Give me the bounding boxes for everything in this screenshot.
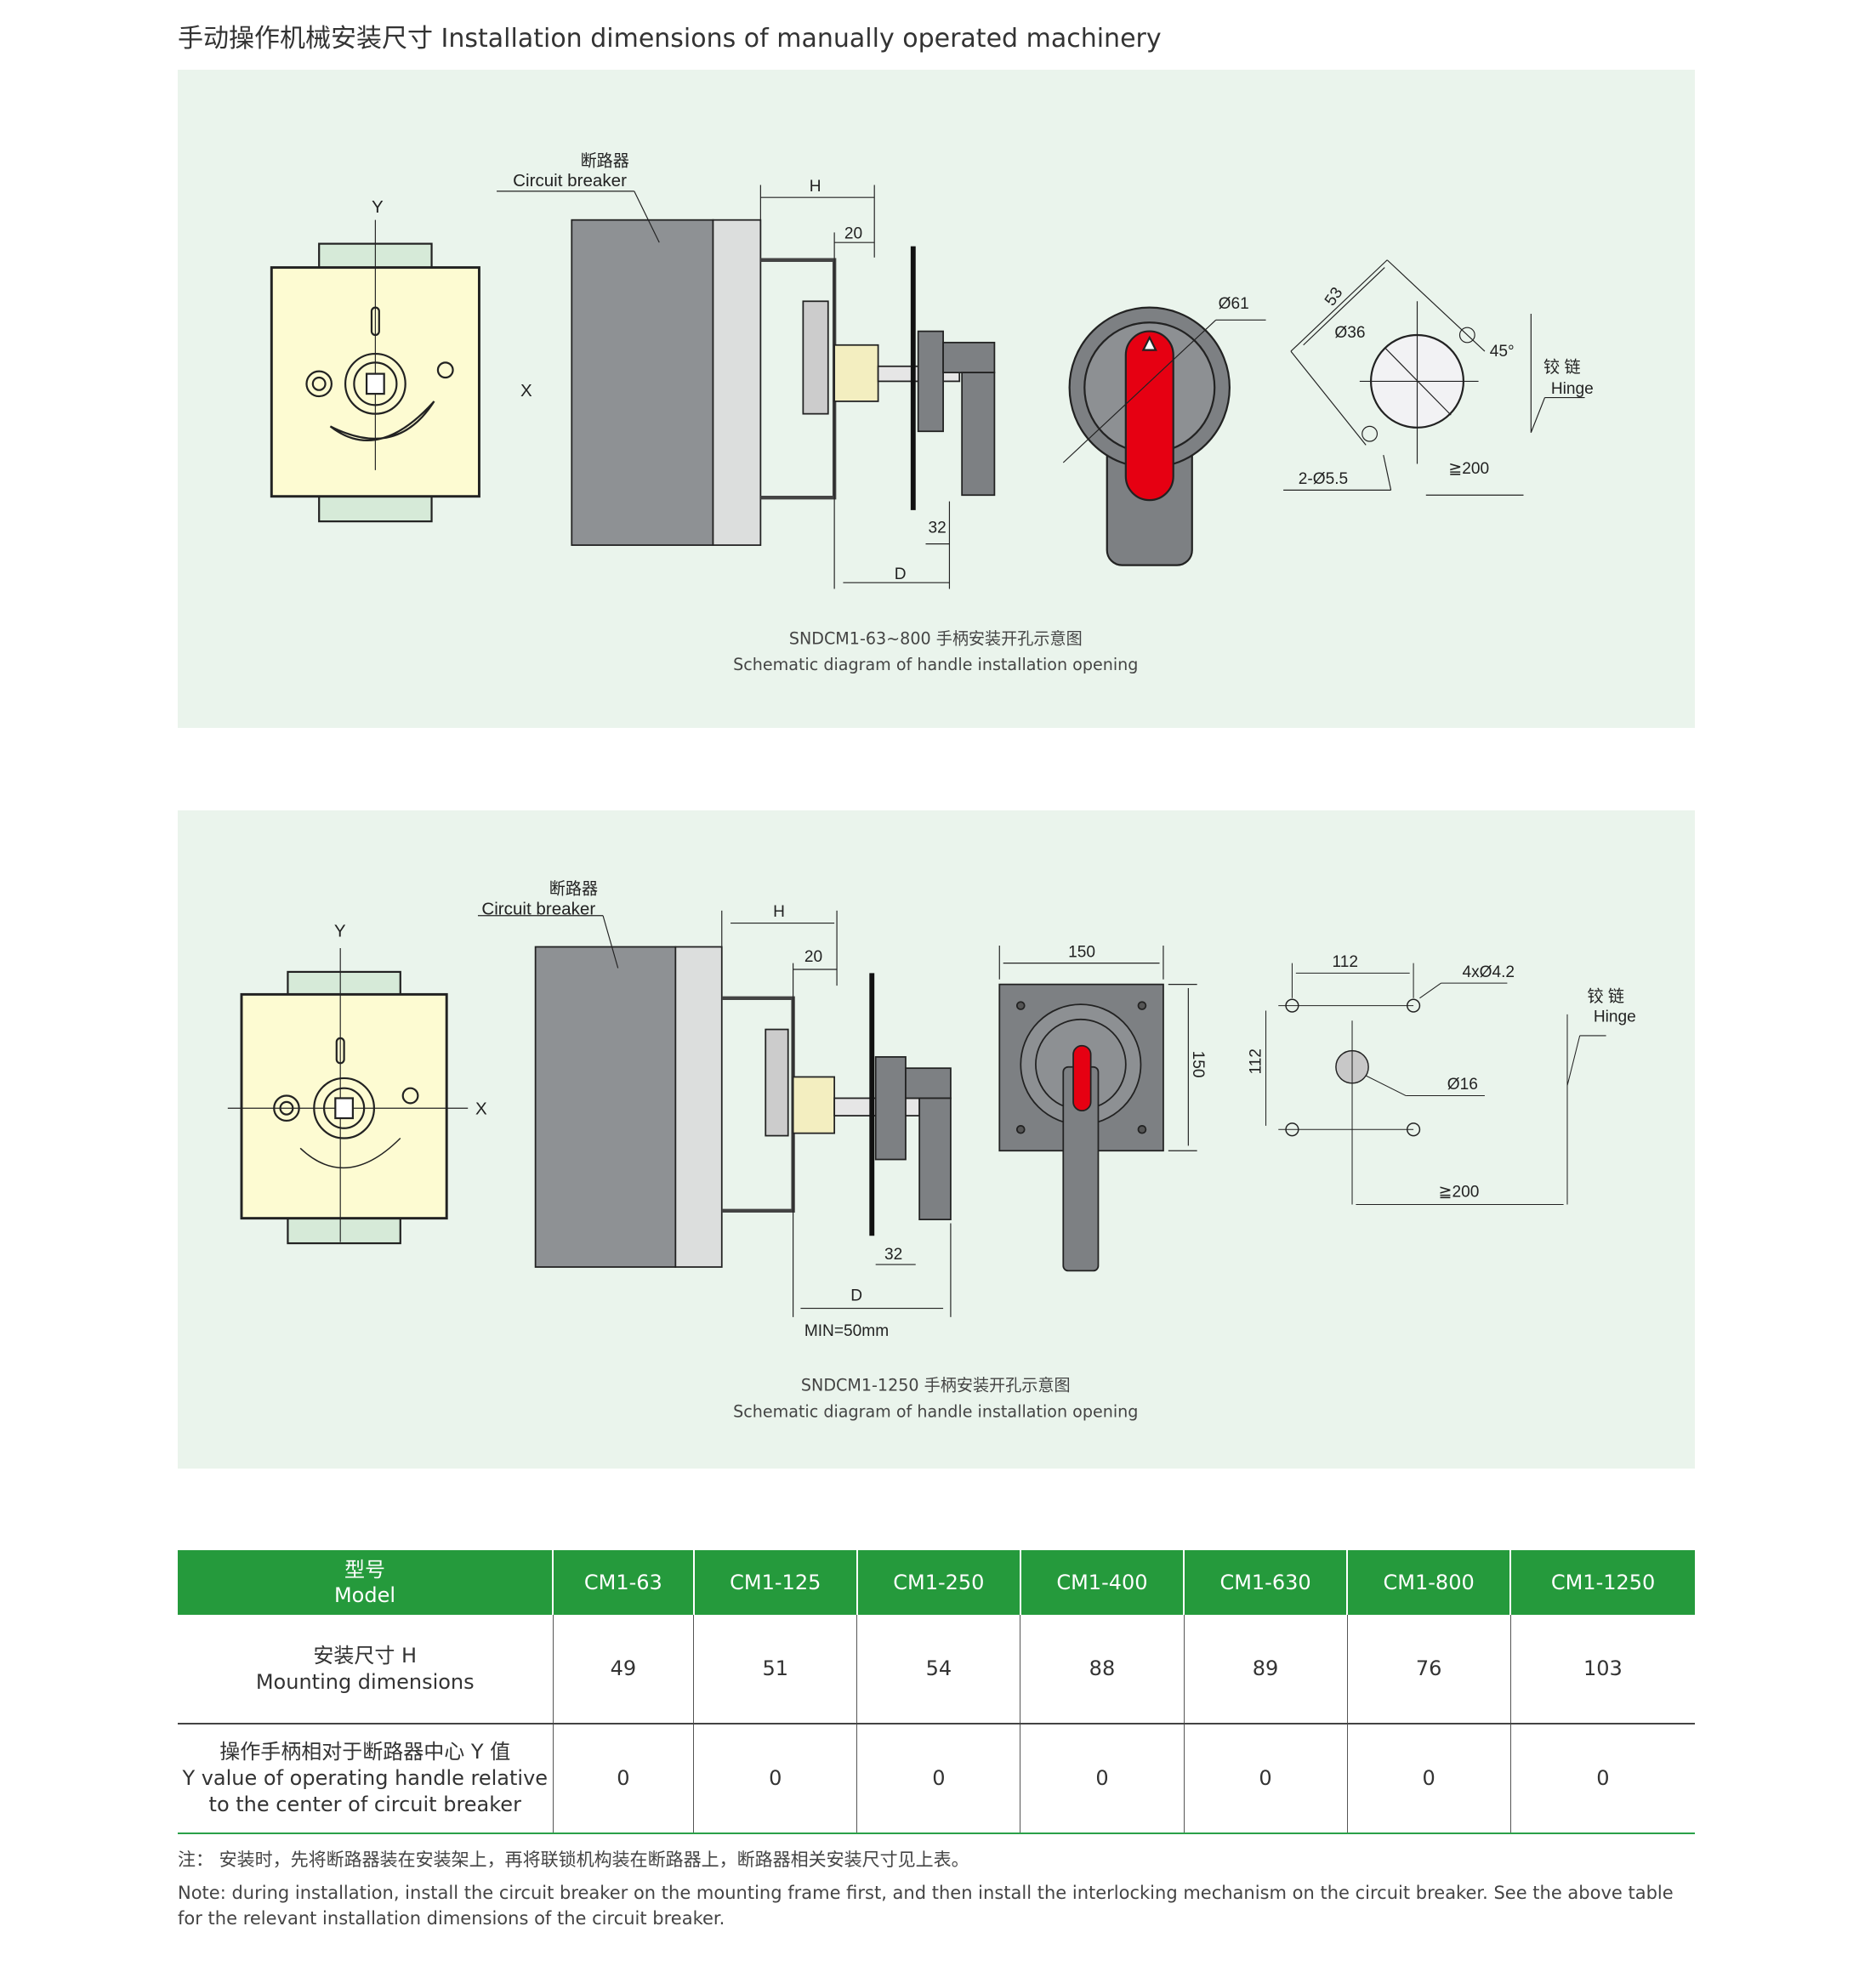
dim-32: 32 — [928, 519, 946, 537]
y-axis-label: Y — [334, 922, 346, 941]
caption-en: Schematic diagram of handle installation… — [733, 655, 1138, 674]
dim-phi61: Ø61 — [1219, 295, 1249, 313]
dim-phi16: Ø16 — [1447, 1076, 1478, 1094]
table-cell: 0 — [693, 1724, 858, 1834]
table-cell: 0 — [1347, 1724, 1511, 1834]
row-label-cn: 操作手柄相对于断路器中心 Y 值 — [219, 1740, 511, 1764]
table-cell: 0 — [1184, 1724, 1348, 1834]
cb-label-en: Circuit breaker — [481, 899, 595, 918]
breaker-side-view — [571, 219, 996, 546]
header-cell: CM1-63 — [553, 1550, 695, 1615]
cb-label-cn: 断路器 — [549, 880, 598, 899]
header-model-en: Model — [333, 1583, 396, 1607]
cb-label-cn: 断路器 — [581, 151, 629, 170]
cb-label-en: Circuit breaker — [513, 171, 627, 190]
hinge-label-en: Hinge — [1594, 1009, 1636, 1026]
hinge-label-cn: 铰 链 — [1543, 358, 1581, 377]
dim-150-vertical: 150 — [1189, 1051, 1207, 1078]
dim-20: 20 — [844, 225, 862, 243]
table-cell: 49 — [553, 1615, 695, 1725]
dimension-lines-2 — [477, 910, 952, 1317]
y-axis-label: Y — [372, 197, 384, 217]
x-axis-label: X — [475, 1099, 487, 1119]
dim-phi36: Ø36 — [1334, 324, 1365, 342]
dimension-lines-1 — [497, 185, 951, 589]
note-cn: 注： 安装时，先将断路器装在安装架上，再将联锁机构装在断路器上，断路器相关安装尺… — [178, 1850, 969, 1870]
caption-cn: SNDCM1-1250 手柄安装开孔示意图 — [801, 1376, 1071, 1395]
table-cell: 0 — [1020, 1724, 1185, 1834]
caption-en: Schematic diagram of handle installation… — [733, 1402, 1138, 1422]
header-cell: CM1-1250 — [1510, 1550, 1695, 1615]
hinge-label-cn: 铰 链 — [1588, 987, 1625, 1006]
header-cell: CM1-400 — [1020, 1550, 1185, 1615]
dim-holes: 2-Ø5.5 — [1299, 470, 1348, 488]
dim-d: D — [850, 1287, 862, 1305]
table-cell: 51 — [693, 1615, 858, 1725]
header-cell: CM1-125 — [693, 1550, 858, 1615]
dim-20: 20 — [804, 948, 822, 966]
hole-pattern-2 — [1265, 963, 1606, 1205]
dim-112: 112 — [1332, 953, 1357, 971]
row-label-en: Mounting dimensions — [255, 1669, 475, 1694]
table-cell: 89 — [1184, 1615, 1348, 1725]
front-view — [227, 947, 469, 1245]
row-label-cn: 安装尺寸 H — [313, 1643, 418, 1668]
header-cell: CM1-630 — [1184, 1550, 1349, 1615]
dim-min200: ≧200 — [1438, 1184, 1479, 1202]
table-cell: 0 — [856, 1724, 1021, 1834]
table-cell: 54 — [856, 1615, 1021, 1725]
dim-32: 32 — [884, 1246, 902, 1264]
table-cell: 76 — [1347, 1615, 1511, 1725]
header-cell: CM1-800 — [1347, 1550, 1512, 1615]
diagram-panel-63-800: Y X 断路器 Circuit breaker H 20 32 D Ø61 — [178, 70, 1695, 728]
row-label-en-2: to the center of circuit breaker — [208, 1793, 521, 1816]
note-en: Note: during installation, install the c… — [178, 1883, 1674, 1929]
dim-min200: ≧200 — [1448, 460, 1489, 478]
hinge-label-en: Hinge — [1551, 380, 1594, 398]
diagram-63-800: Y X 断路器 Circuit breaker H 20 32 D Ø61 — [270, 151, 1594, 674]
rotary-handle-front — [1062, 306, 1266, 566]
table-cell: 88 — [1020, 1615, 1185, 1725]
dim-h: H — [773, 903, 785, 921]
header-model-cn: 型号 — [344, 1558, 385, 1582]
hole-pattern-1 — [1283, 259, 1585, 496]
diagram-panel-1250: Y X 断路器 Circuit breaker H 20 32 D MIN=50… — [178, 810, 1695, 1469]
table-cell: 0 — [1510, 1724, 1695, 1834]
table-cell: 103 — [1510, 1615, 1695, 1725]
row-label-en: Y value of operating handle relative — [182, 1766, 549, 1790]
header-cell: CM1-250 — [856, 1550, 1021, 1615]
rotary-handle-square — [998, 983, 1164, 1272]
dim-53: 53 — [1322, 284, 1346, 309]
diagram-1250: Y X 断路器 Circuit breaker H 20 32 D MIN=50… — [227, 880, 1636, 1422]
dim-h: H — [810, 178, 821, 196]
table-cell: 0 — [553, 1724, 695, 1834]
x-axis-label: X — [520, 381, 532, 401]
dim-holes: 4xØ4.2 — [1462, 963, 1515, 981]
front-view — [270, 219, 480, 523]
caption-cn: SNDCM1-63~800 手柄安装开孔示意图 — [789, 628, 1083, 648]
dim-d: D — [895, 565, 907, 583]
dim-min: MIN=50mm — [804, 1322, 889, 1340]
breaker-side-view — [534, 946, 952, 1268]
page-title: 手动操作机械安装尺寸 Installation dimensions of ma… — [178, 24, 1162, 54]
dim-112-vertical: 112 — [1248, 1048, 1265, 1074]
dim-150: 150 — [1068, 943, 1095, 961]
dim-45deg: 45° — [1490, 343, 1515, 361]
